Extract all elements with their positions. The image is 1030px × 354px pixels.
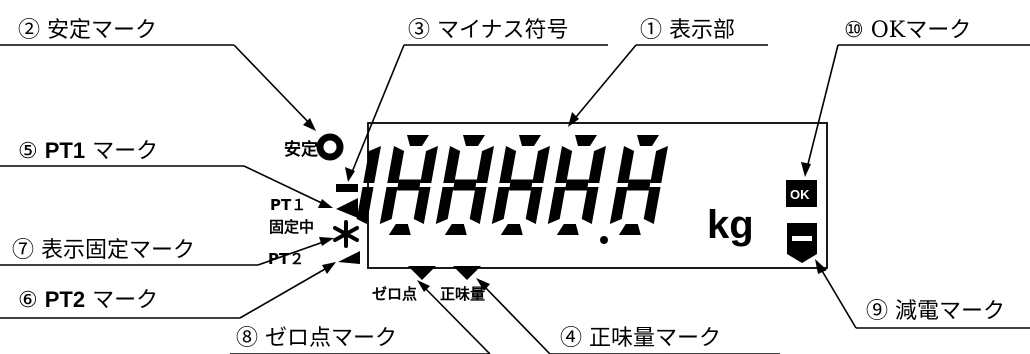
decimal-point (600, 236, 608, 244)
callout-power-saving-mark: ⑨ 減電マーク (866, 299, 1005, 324)
callout-zero-mark: ⑧ ゼロ点マーク (236, 326, 397, 351)
callout-pt2-mark-leader (239, 264, 333, 319)
unit-label: kg (707, 203, 754, 247)
callout-ok-mark: ⑩ OKマーク (844, 18, 971, 43)
callout-ok-mark-arrowhead (801, 162, 811, 177)
callout-pt1-mark-arrowhead (318, 199, 333, 208)
callout-net-mark-arrowhead (476, 278, 490, 291)
digit-6-segment-c (643, 187, 661, 224)
callout-hold-mark-leader (257, 239, 330, 266)
power-saving-mark-icon (787, 223, 817, 263)
digit-6 (609, 135, 668, 235)
zero-mark-icon (408, 266, 436, 280)
hold-mark-icon (333, 220, 359, 248)
digit-1-segment-b (363, 146, 381, 183)
ok-mark-icon (786, 180, 817, 207)
callout-stable-mark: ② 安定マーク (18, 18, 157, 43)
callout-display: ① 表示部 (640, 18, 735, 43)
digit-1-segment-c (356, 187, 374, 224)
callout-minus-sign: ③ マイナス符号 (408, 18, 569, 43)
digit-2-segment-a (407, 135, 429, 146)
callout-stable-mark-leader (233, 44, 315, 129)
callout-pt1-mark: ⑤ PT1 マーク (18, 138, 158, 164)
digit-4-segment-b (532, 146, 550, 183)
callout-stable-mark-arrowhead (303, 118, 316, 131)
stable-label: 安定 (284, 139, 318, 160)
stable-mark-icon (316, 133, 344, 161)
pt1-label: PT１ (270, 196, 306, 214)
hold-label: 固定中 (269, 218, 314, 236)
digit-4-segment-e (491, 187, 510, 224)
callout-pt2-mark: ⑥ PT2 マーク (18, 287, 158, 313)
callout-hold-mark: ⑦ 表示固定マーク (12, 238, 195, 263)
pt1-mark-icon (336, 198, 358, 218)
callout-display-leader (570, 44, 637, 124)
callout-minus-sign-arrowhead (345, 167, 355, 182)
zero-label: ゼロ点 (372, 285, 417, 303)
digit-5-segment-c (581, 187, 599, 224)
digit-6-segment-b (650, 146, 668, 183)
digit-2-segment-d (388, 224, 411, 235)
digit-2-segment-e (379, 187, 398, 224)
net-mark-icon (453, 266, 481, 280)
digit-4-segment-a (519, 135, 541, 146)
digit-2-segment-g (396, 179, 421, 191)
digit-3-segment-c (469, 187, 487, 224)
callout-display-arrowhead (568, 112, 579, 127)
digit-6-segment-e (609, 187, 628, 224)
digit-5-segment-a (575, 135, 597, 146)
digit-1 (356, 146, 381, 224)
digit-5-segment-f (555, 146, 573, 183)
digit-2 (379, 135, 438, 235)
digit-5-segment-e (547, 187, 566, 224)
digit-3-segment-b (476, 146, 494, 183)
callout-pt1-mark-leader (243, 165, 329, 207)
callout-net-mark: ④ 正味量マーク (560, 326, 721, 351)
callout-ok-mark-leader (805, 44, 839, 173)
digit-5-segment-g (564, 179, 589, 191)
digit-4-segment-f (499, 146, 517, 183)
digit-5-segment-d (556, 224, 579, 235)
digit-3 (435, 135, 494, 235)
digit-4-segment-c (525, 187, 543, 224)
callout-pt2-mark-arrowhead (322, 262, 336, 274)
digit-6-segment-a (637, 135, 659, 146)
digit-3-segment-f (443, 146, 461, 183)
callout-net-mark-leader (479, 281, 551, 354)
digit-5 (547, 135, 606, 235)
digit-6-segment-f (617, 146, 635, 183)
callout-minus-sign-leader (349, 44, 405, 178)
power-saving-mark-bar (792, 236, 812, 241)
ok-badge-text: OK (790, 187, 810, 202)
callout-zero-mark-arrowhead (417, 280, 430, 292)
callout-power-saving-mark-leader (817, 263, 857, 329)
digit-2-segment-f (387, 146, 405, 183)
net-label: 正味量 (440, 285, 485, 303)
digit-5-segment-b (588, 146, 606, 183)
pt2-mark-icon (338, 251, 360, 264)
callout-hold-mark-arrowhead (319, 237, 334, 246)
seven-segment-digits (356, 135, 668, 235)
lcd-display-frame (367, 122, 828, 269)
digit-2-segment-c (413, 187, 431, 224)
pt2-label: PT２ (268, 250, 304, 268)
digit-3-segment-d (444, 224, 467, 235)
digit-3-segment-g (452, 179, 477, 191)
digit-4-segment-g (508, 179, 533, 191)
digit-4-segment-d (500, 224, 523, 235)
minus-sign-icon (336, 184, 358, 192)
callout-power-saving-mark-arrowhead (815, 259, 827, 274)
digit-4 (491, 135, 550, 235)
digit-2-segment-b (420, 146, 438, 183)
digit-3-segment-a (463, 135, 485, 146)
callout-zero-mark-leader (419, 282, 491, 354)
digit-6-segment-g (626, 179, 651, 191)
digit-3-segment-e (435, 187, 454, 224)
digit-6-segment-d (618, 224, 641, 235)
